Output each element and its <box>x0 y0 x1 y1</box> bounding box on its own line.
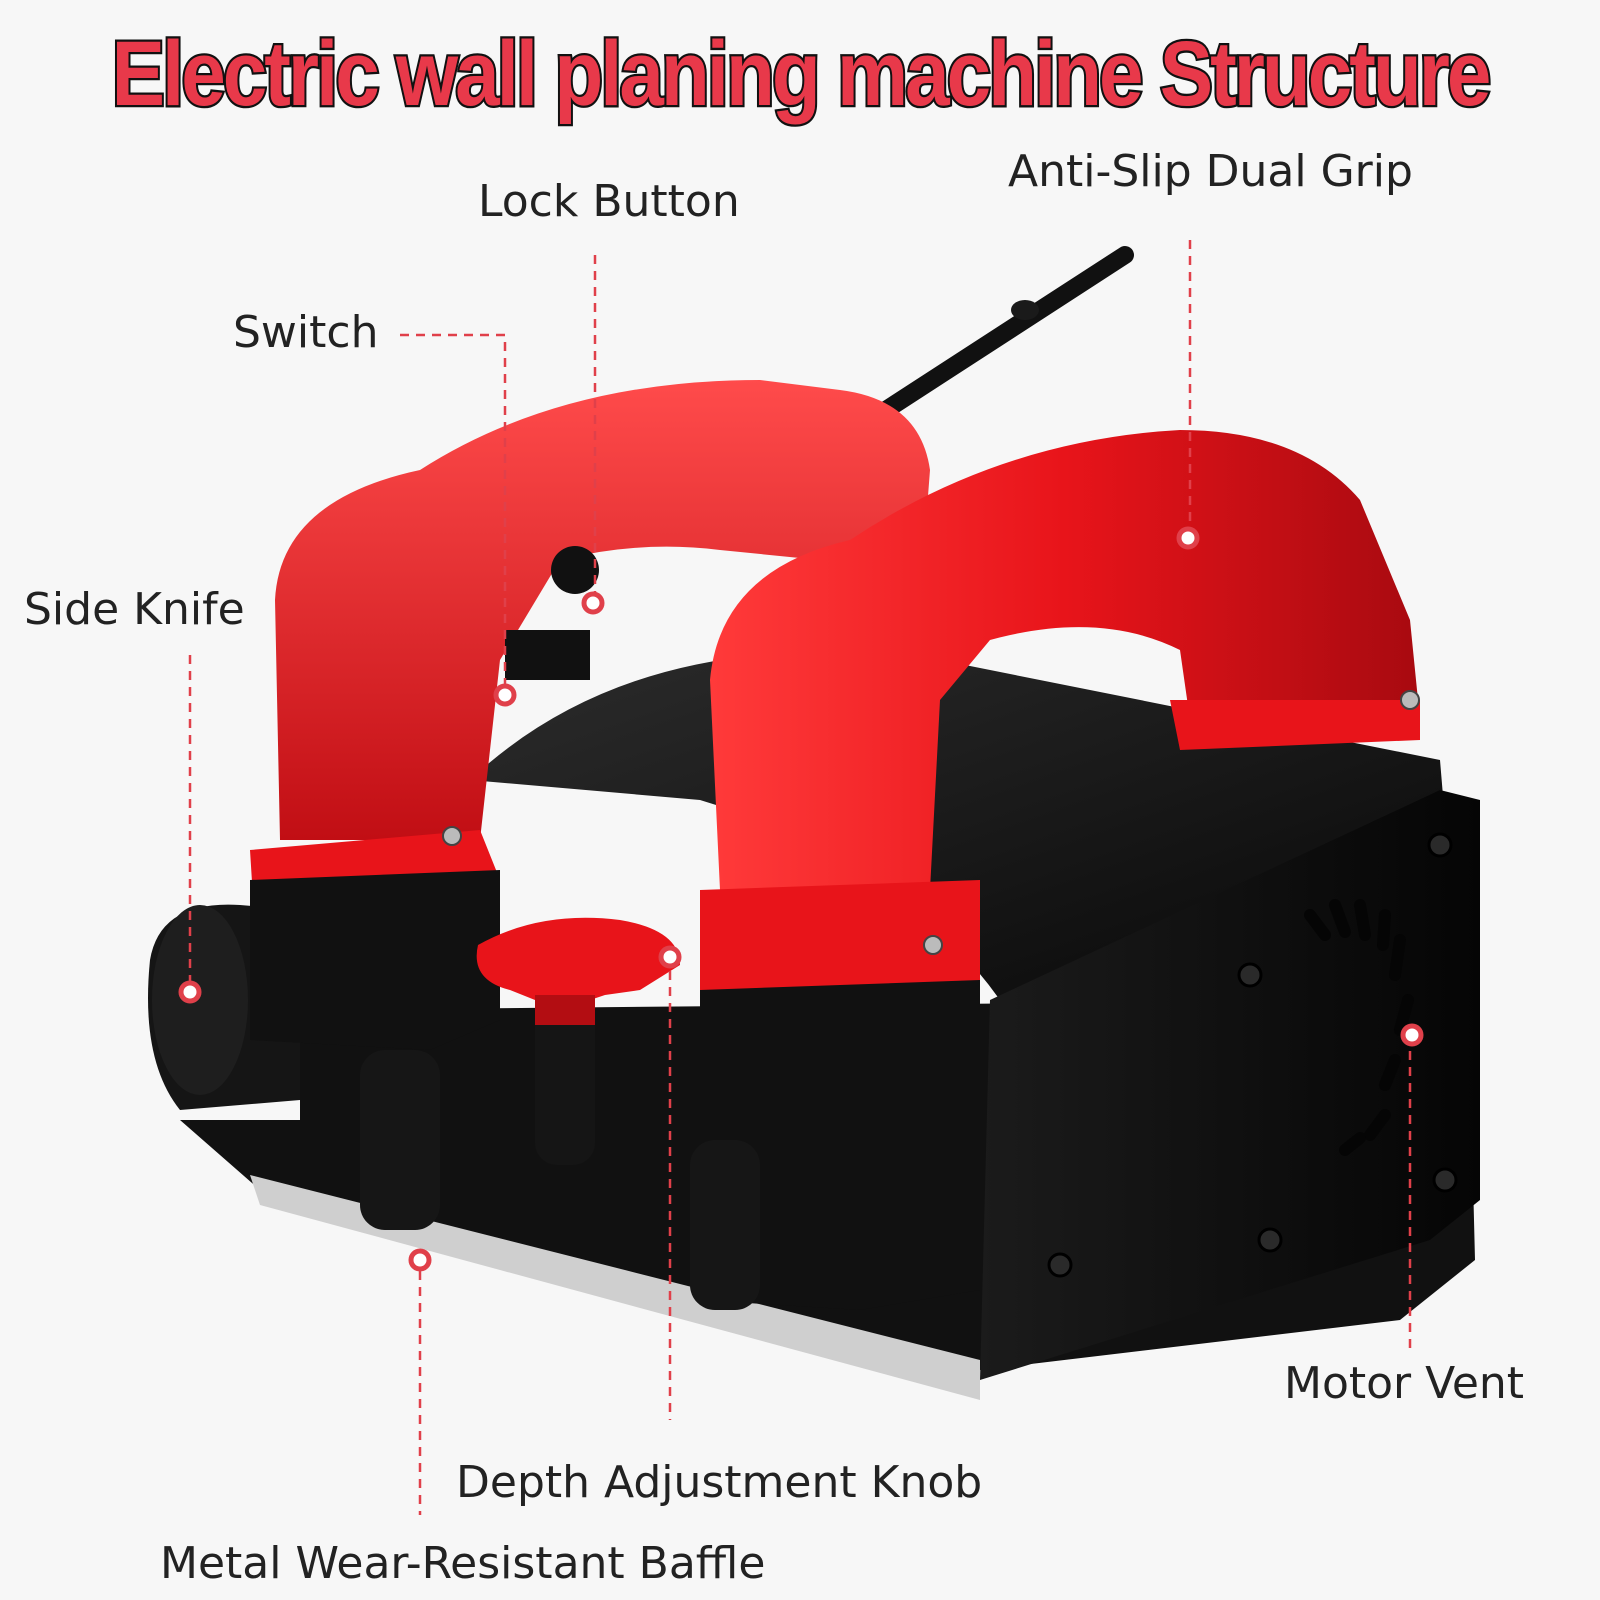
leader-lines <box>188 240 1412 1515</box>
machine-body <box>148 652 1480 1400</box>
label-motor-vent: Motor Vent <box>1284 1358 1525 1409</box>
handle-screws <box>442 690 1420 955</box>
vent-slots <box>1304 899 1414 1156</box>
side-screws <box>1047 832 1458 1278</box>
label-anti-slip-grip: Anti-Slip Dual Grip <box>1008 146 1413 197</box>
marker-metal-baffle <box>408 1248 432 1272</box>
marker-depth-knob <box>658 945 682 969</box>
label-depth-knob: Depth Adjustment Knob <box>456 1457 983 1508</box>
diagram-title: Electric wall planing machine Structure <box>110 20 1494 127</box>
callout-markers <box>178 526 1424 1272</box>
power-cord <box>846 246 1134 439</box>
depth-knob <box>476 917 680 1165</box>
label-metal-baffle: Metal Wear-Resistant Baffle <box>160 1538 766 1589</box>
label-switch: Switch <box>233 307 379 358</box>
rear-handle <box>250 380 930 1050</box>
marker-lock-button <box>581 591 605 615</box>
marker-anti-slip-grip <box>1176 526 1200 550</box>
marker-switch <box>493 683 517 707</box>
label-lock-button: Lock Button <box>478 176 740 227</box>
front-handle <box>700 430 1420 1310</box>
label-side-knife: Side Knife <box>24 584 245 635</box>
marker-side-knife <box>178 980 202 1004</box>
front-feet <box>360 1050 760 1310</box>
marker-motor-vent <box>1400 1023 1424 1047</box>
